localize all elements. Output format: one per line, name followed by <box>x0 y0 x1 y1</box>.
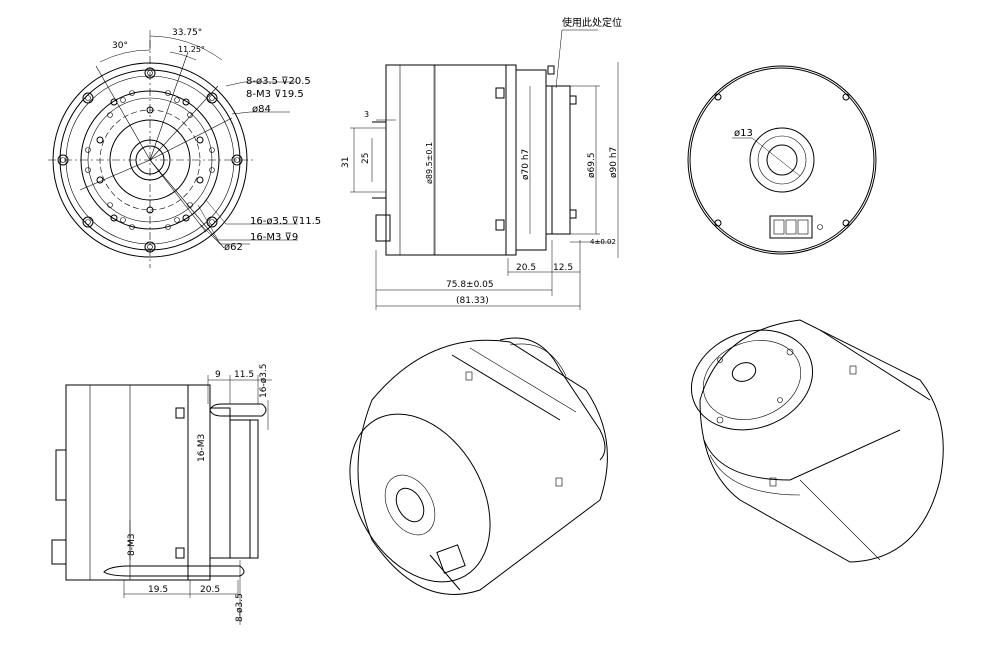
hole-8-m3-label: 8-M3 ⊽19.5 <box>246 89 304 100</box>
dim-8133-label: (81.33) <box>456 296 489 306</box>
dia-90-label: ø90 h7 <box>609 147 619 178</box>
dia-70-label: ø70 h7 <box>521 149 531 180</box>
hole-8-35-label: 8-ø3.5 ⊽20.5 <box>246 76 311 87</box>
section-hole-16-m3: 16-M3 <box>197 434 207 462</box>
hole-16-35-label: 16-ø3.5 ⊽11.5 <box>250 216 321 227</box>
front-view: 30° 33.75° 11.25° 8-ø3.5 ⊽20.5 8-M3 ⊽19.… <box>48 28 321 268</box>
section-hole-16-35: 16-ø3.5 <box>259 363 269 398</box>
angle-3375-label: 33.75° <box>172 28 202 38</box>
mid-holes <box>96 98 204 222</box>
dia-895-label: ø89.5±0.1 <box>425 142 434 184</box>
angle-30-label: 30° <box>112 41 128 51</box>
rear-connector <box>769 215 813 239</box>
dim-3-label: 3 <box>364 110 369 119</box>
inner-holes <box>85 90 215 230</box>
dim-31-label: 31 <box>341 157 351 168</box>
section-dim-9: 9 <box>215 370 221 380</box>
section-dim-195: 19.5 <box>148 585 168 595</box>
dia-13-label: ø13 <box>734 128 753 139</box>
iso-view-rear <box>690 319 944 563</box>
section-hole-8-m3: 8-M3 <box>127 534 137 556</box>
dim-758-label: 75.8±0.05 <box>446 280 494 290</box>
dia-62-label: ø62 <box>224 242 243 253</box>
section-hole-8-35: 8-ø3.5 <box>235 593 245 622</box>
locate-note: 使用此处定位 <box>562 16 622 29</box>
dim-205-label: 20.5 <box>516 263 536 273</box>
hole-16-m3-label: 16-M3 ⊽9 <box>250 232 298 243</box>
rear-view: ø13 <box>687 65 877 255</box>
iso-view-front <box>349 337 608 595</box>
dia-84-label: ø84 <box>252 104 271 115</box>
dia-695-label: ø69.5 <box>587 152 597 178</box>
side-view: 使用此处定位 3 31 25 ø89.5±0.1 ø70 h7 ø69.5 ø9… <box>341 16 622 310</box>
dim-125-label: 12.5 <box>553 263 573 273</box>
dim-25-label: 25 <box>361 153 371 164</box>
section-dim-115: 11.5 <box>234 370 254 380</box>
dim-4-label: 4±0.02 <box>590 238 616 246</box>
outer-holes <box>57 67 243 253</box>
angle-1125-label: 11.25° <box>178 45 205 54</box>
section-dim-205: 20.5 <box>200 585 220 595</box>
section-view: 9 11.5 16-ø3.5 16-M3 8-M3 19.5 20.5 8-ø3… <box>51 363 272 625</box>
